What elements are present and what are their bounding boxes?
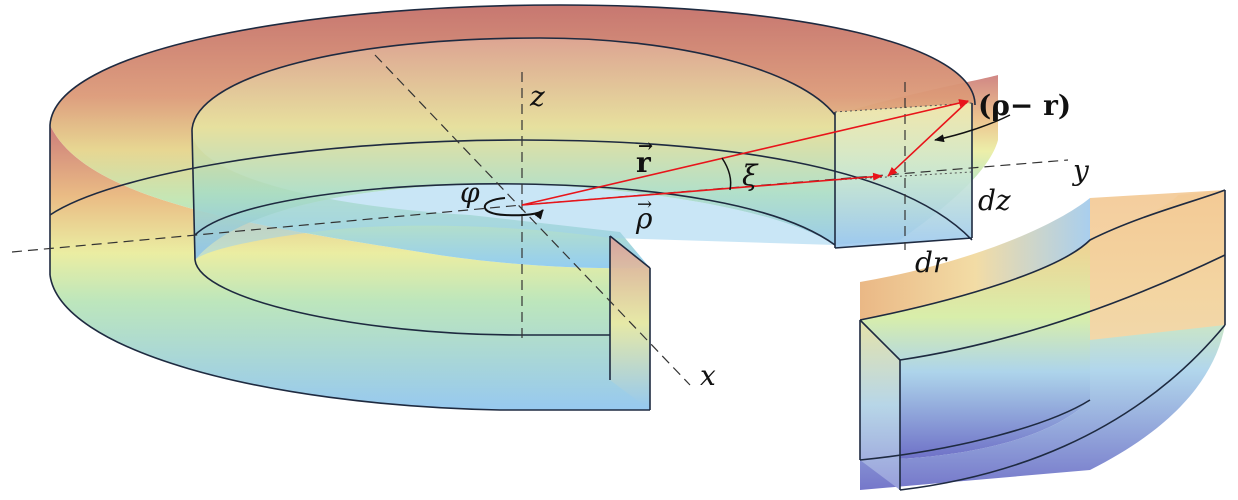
label-xi: ξ — [742, 159, 759, 192]
diff-pointer-arrow — [934, 114, 1011, 143]
label-x: x — [700, 359, 716, 392]
ring-outer-bottom-edge — [49, 274, 650, 411]
diff-vector — [887, 100, 969, 177]
segment-edge-diag — [859, 319, 901, 361]
ring-middle-line-outer — [49, 139, 973, 241]
ring-lower-band — [195, 184, 835, 260]
xi-angle-arc — [721, 157, 732, 191]
ring-inner-wall — [192, 38, 835, 260]
ring-middle-line-inner — [194, 183, 836, 246]
segment-orange-face — [1090, 190, 1225, 340]
segment-edge-bottom — [899, 324, 1226, 491]
label-dr: dr — [915, 246, 948, 279]
label-y: y — [1071, 154, 1090, 187]
segment-outer-wall — [860, 240, 1090, 460]
segment-top-face — [860, 198, 1090, 320]
label-z: z — [529, 80, 545, 113]
label-phi: φ — [460, 176, 480, 209]
segment-end-face — [860, 320, 900, 490]
vector-hat-rho: → — [637, 194, 652, 215]
ring-outer-wall — [50, 125, 650, 410]
label-r: r — [636, 146, 652, 179]
vector-hat-r: → — [638, 136, 653, 157]
x-axis — [374, 54, 691, 386]
ring-inner-top-edge — [191, 37, 836, 131]
phi-rotation-icon — [484, 197, 544, 220]
box-bottom-edge — [834, 237, 973, 249]
label-rho: ρ — [635, 202, 653, 235]
rho-vector — [521, 172, 883, 206]
label-diff: (ρ− r) — [978, 89, 1071, 122]
ring-inner-bottom-edge — [194, 259, 610, 336]
segment-edge-mid — [899, 254, 1226, 361]
segment-edge-top — [859, 189, 1226, 321]
r-vector — [521, 99, 969, 206]
segment-edge-low — [859, 399, 1091, 461]
horizontal-axis-left — [11, 204, 523, 253]
volume-element-box — [835, 103, 972, 248]
ring-outer-top-edge — [49, 4, 976, 126]
cut-face-edge-1 — [609, 235, 651, 269]
ring-inner-left-edge — [191, 129, 196, 261]
label-dz: dz — [978, 184, 1011, 217]
